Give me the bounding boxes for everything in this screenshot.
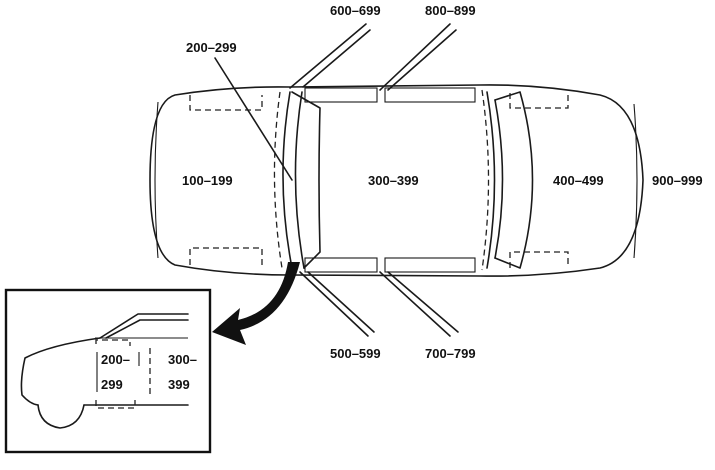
inset-label-299: 299 (101, 377, 123, 392)
detail-arrow (212, 262, 300, 345)
leader-lines (214, 23, 459, 337)
label-right-rear-door: 800–899 (425, 3, 476, 18)
door-sills (304, 87, 476, 273)
inset-detail: 200– 299 300– 399 (4, 288, 212, 454)
inset-car-side (20, 313, 189, 429)
label-passenger: 300–399 (368, 173, 419, 188)
wheel-wells (189, 93, 569, 268)
inset-label-200: 200– (101, 352, 130, 367)
label-right-front-door: 600–699 (330, 3, 381, 18)
rear-window (481, 89, 534, 271)
car-body-outline (149, 84, 644, 277)
inset-label-399: 399 (168, 377, 190, 392)
label-trunk: 400–499 (553, 173, 604, 188)
windshield (273, 91, 321, 269)
label-exterior: 900–999 (652, 173, 703, 188)
label-firewall: 200–299 (186, 40, 237, 55)
label-left-front-door: 500–599 (330, 346, 381, 361)
inset-label-300: 300– (168, 352, 197, 367)
label-left-rear-door: 700–799 (425, 346, 476, 361)
label-front: 100–199 (182, 173, 233, 188)
